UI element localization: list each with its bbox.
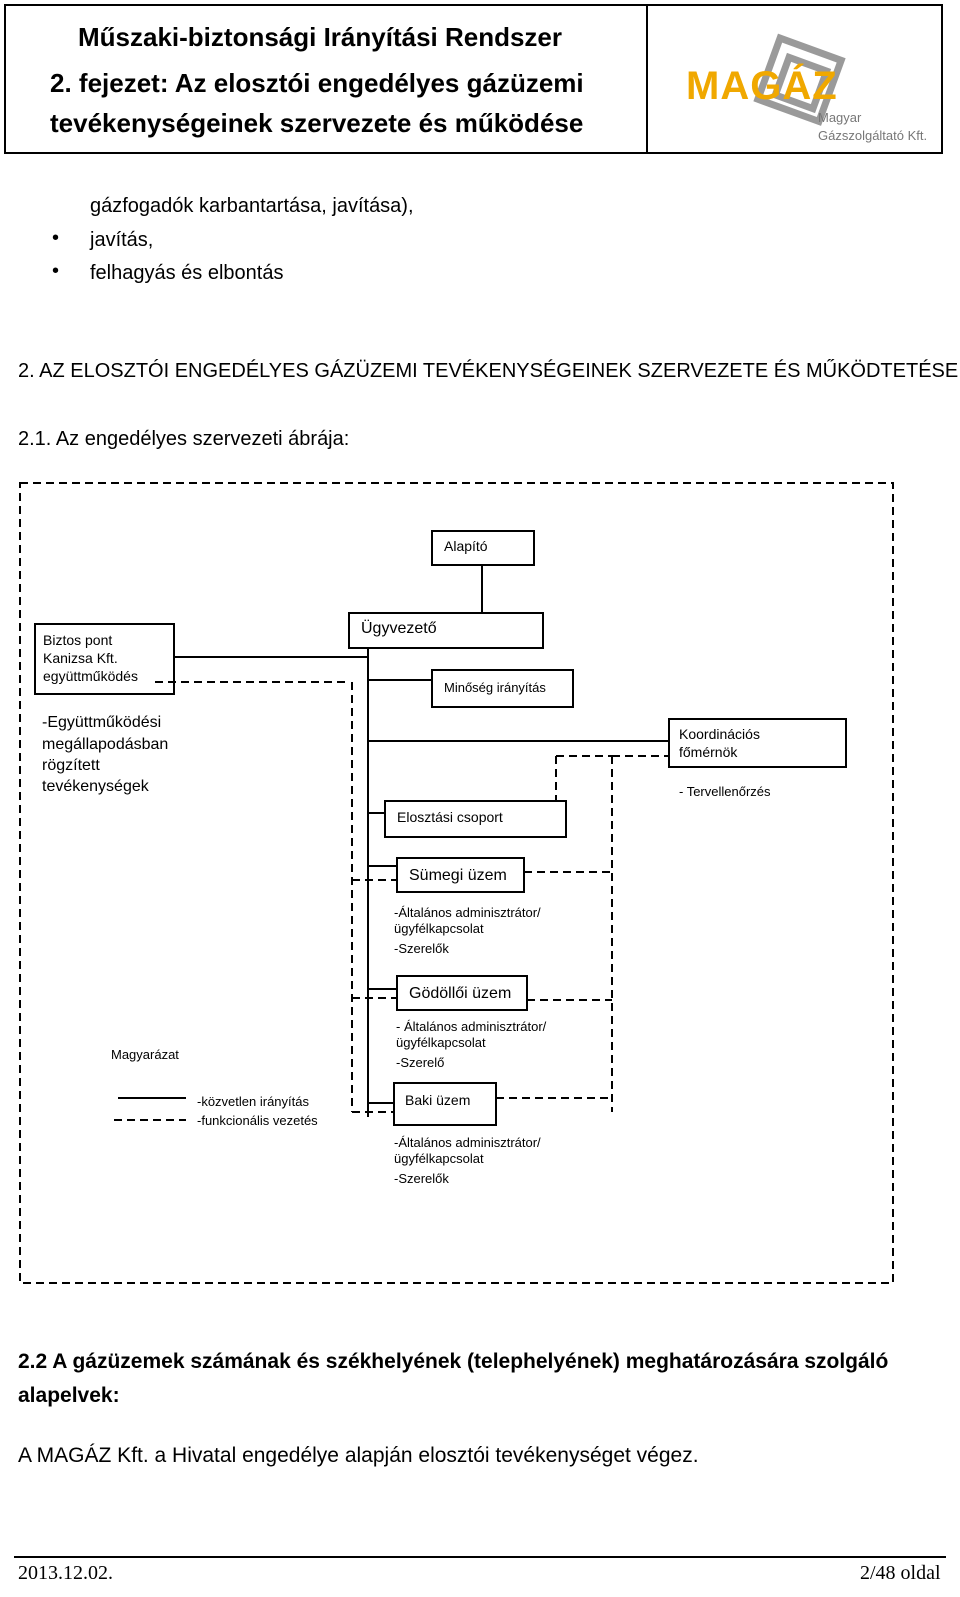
- box-alapito: Alapító: [444, 538, 488, 554]
- legend-dashed-label: -funkcionális vezetés: [197, 1113, 318, 1128]
- document-title: Műszaki-biztonsági Irányítási Rendszer: [78, 22, 563, 52]
- baki-detail3: -Szerelők: [394, 1171, 449, 1186]
- bullet-dot: •: [52, 260, 60, 282]
- sumegi-detail2: ügyfélkapcsolat: [394, 921, 484, 936]
- egyutt-line4: tevékenységek: [42, 778, 149, 795]
- bullet-item-1: javítás,: [90, 229, 154, 251]
- section-2-2-title: 2.2 A gázüzemek számának és székhelyének…: [18, 1350, 889, 1373]
- chapter-title-line2: tevékenységeinek szervezete és működése: [50, 108, 584, 138]
- box-baki: Baki üzem: [405, 1092, 471, 1108]
- box-minoseg: Minőség irányítás: [444, 680, 546, 695]
- tervellenorzes: - Tervellenőrzés: [679, 784, 771, 799]
- footer-divider: [14, 1556, 946, 1558]
- legend-solid-label: -közvetlen irányítás: [197, 1094, 309, 1109]
- egyutt-line3: rögzített: [42, 757, 100, 774]
- bullet-item-2: felhagyás és elbontás: [90, 262, 284, 284]
- section-2-title: 2. AZ ELOSZTÓI ENGEDÉLYES GÁZÜZEMI TEVÉK…: [18, 360, 960, 382]
- header-divider: [646, 6, 648, 152]
- baki-detail2: ügyfélkapcsolat: [394, 1151, 484, 1166]
- baki-detail1: -Általános adminisztrátor/: [394, 1135, 541, 1150]
- logo-subtitle-2: Gázszolgáltató Kft.: [818, 128, 928, 143]
- egyutt-line2: megállapodásban: [42, 736, 169, 753]
- closing-text: A MAGÁZ Kft. a Hivatal engedélye alapján…: [18, 1444, 699, 1467]
- godolloi-detail3: -Szerelő: [396, 1055, 445, 1070]
- intro-line: gázfogadók karbantartása, javítása),: [90, 195, 414, 217]
- box-ugyvezeto: Ügyvezető: [361, 620, 437, 637]
- koord-line1: Koordinációs: [679, 726, 760, 742]
- bullet-dot: •: [52, 227, 60, 249]
- sumegi-detail3: -Szerelők: [394, 941, 449, 956]
- box-godolloi: Gödöllői üzem: [409, 985, 512, 1002]
- biztos-line2: Kanizsa Kft.: [43, 650, 118, 666]
- section-2-2-title-cont: alapelvek:: [18, 1384, 120, 1407]
- box-elosztasi: Elosztási csoport: [397, 809, 503, 825]
- magaz-logo-icon: [753, 33, 846, 126]
- godolloi-detail1: - Általános adminisztrátor/: [396, 1019, 547, 1034]
- chapter-title-line1: 2. fejezet: Az elosztói engedélyes gázüz…: [50, 68, 584, 98]
- document-header: Műszaki-biztonsági Irányítási Rendszer 2…: [4, 4, 943, 154]
- koord-line2: főmérnök: [679, 744, 738, 760]
- box-sumegi: Sümegi üzem: [409, 867, 507, 884]
- legend-title: Magyarázat: [111, 1047, 179, 1062]
- logo-subtitle-1: Magyar: [818, 110, 862, 125]
- biztos-line3: együttműködés: [43, 668, 138, 684]
- godolloi-detail2: ügyfélkapcsolat: [396, 1035, 486, 1050]
- footer-page-number: 2/48 oldal: [860, 1562, 941, 1584]
- section-2-1-title: 2.1. Az engedélyes szervezeti ábrája:: [18, 428, 350, 450]
- egyutt-line1: -Együttműködési: [42, 714, 162, 731]
- footer-date: 2013.12.02.: [18, 1562, 113, 1584]
- sumegi-detail1: -Általános adminisztrátor/: [394, 905, 541, 920]
- biztos-line1: Biztos pont: [43, 632, 113, 648]
- logo-wordmark: MAGÁZ: [686, 64, 838, 108]
